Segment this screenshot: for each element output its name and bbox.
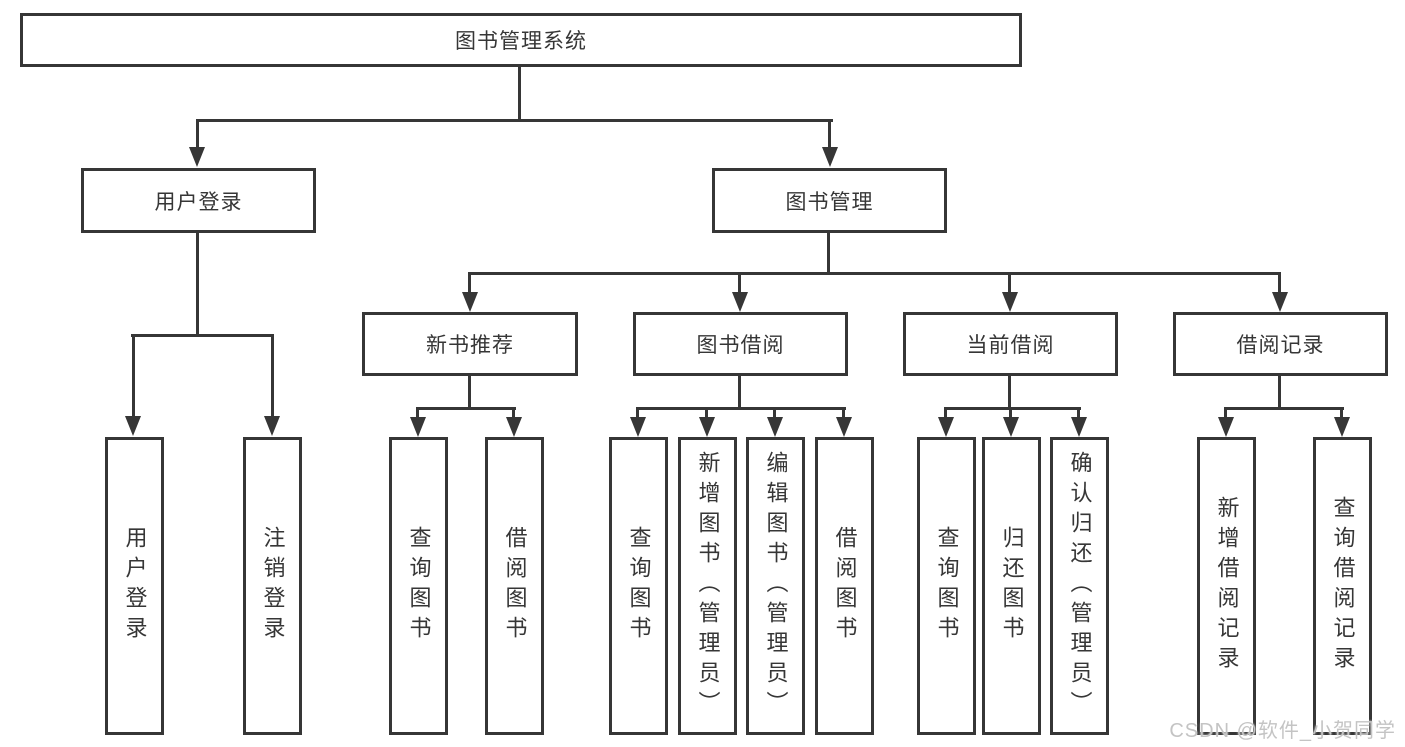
arrow-down-icon: [1218, 417, 1234, 437]
connector-line-vertical: [738, 272, 741, 294]
node-label: 借阅图书: [832, 526, 858, 646]
connector-line-vertical: [842, 407, 845, 421]
arrow-down-icon: [822, 147, 838, 167]
connector-line-vertical: [518, 67, 521, 122]
connector-line-horizontal: [416, 407, 516, 410]
node-borrow-books-recommend: 借阅图书: [485, 437, 544, 735]
node-label: 当前借阅: [966, 334, 1055, 357]
node-label: 图书管理系统: [455, 30, 587, 53]
node-logout: 注销登录: [243, 437, 302, 735]
node-query-books-borrowing: 查询图书: [609, 437, 668, 735]
node-add-borrow-record: 新增借阅记录: [1197, 437, 1256, 735]
connector-line-vertical: [1077, 407, 1080, 421]
connector-line-vertical: [196, 233, 199, 337]
arrow-down-icon: [462, 292, 478, 312]
arrow-down-icon: [125, 416, 141, 436]
node-label: 查询图书: [626, 526, 652, 646]
arrow-down-icon: [264, 416, 280, 436]
arrow-down-icon: [1002, 292, 1018, 312]
node-return-book: 归还图书: [982, 437, 1041, 735]
node-confirm-return-admin: 确认归还（管理员）: [1050, 437, 1109, 735]
connector-line-vertical: [1224, 407, 1227, 421]
connector-line-vertical: [468, 272, 471, 294]
arrow-down-icon: [938, 417, 954, 437]
node-add-book-admin: 新增图书（管理员）: [678, 437, 737, 735]
node-label: 归还图书: [999, 526, 1025, 646]
node-label: 图书借阅: [696, 334, 785, 357]
node-query-books-recommend: 查询图书: [389, 437, 448, 735]
connector-line-vertical: [828, 119, 831, 149]
node-current-borrowing: 当前借阅: [903, 312, 1118, 376]
arrow-down-icon: [732, 292, 748, 312]
csdn-watermark: CSDN @软件_小贺同学: [1169, 720, 1396, 742]
arrow-down-icon: [836, 417, 852, 437]
connector-line-vertical: [132, 334, 135, 418]
connector-line-vertical: [1278, 376, 1281, 410]
connector-line-vertical: [512, 407, 515, 421]
node-new-book-recommendation: 新书推荐: [362, 312, 578, 376]
node-label: 新增借阅记录: [1214, 496, 1240, 676]
arrow-down-icon: [699, 417, 715, 437]
arrow-down-icon: [1071, 417, 1087, 437]
connector-line-horizontal: [196, 119, 833, 122]
node-label: 借阅图书: [502, 526, 528, 646]
node-label: 图书管理: [785, 190, 874, 214]
node-label: 查询图书: [406, 526, 432, 646]
connector-line-vertical: [827, 233, 830, 275]
connector-line-vertical: [705, 407, 708, 421]
connector-line-horizontal: [468, 272, 1281, 275]
connector-line-horizontal: [944, 407, 1081, 410]
node-label: 编辑图书（管理员）: [763, 451, 789, 721]
node-library-management-system: 图书管理系统: [20, 13, 1022, 67]
connector-line-vertical: [196, 119, 199, 149]
node-label: 用户登录: [154, 190, 243, 214]
arrow-down-icon: [506, 417, 522, 437]
arrow-down-icon: [189, 147, 205, 167]
arrow-down-icon: [1003, 417, 1019, 437]
connector-line-vertical: [1278, 272, 1281, 294]
node-user-login: 用户登录: [81, 168, 316, 233]
connector-line-horizontal: [131, 334, 274, 337]
connector-line-vertical: [1340, 407, 1343, 421]
node-label: 查询借阅记录: [1330, 496, 1356, 676]
node-borrow-book: 借阅图书: [815, 437, 874, 735]
connector-line-vertical: [773, 407, 776, 421]
connector-line-vertical: [468, 376, 471, 410]
connector-line-vertical: [1008, 376, 1011, 410]
connector-line-vertical: [738, 376, 741, 410]
connector-line-horizontal: [1224, 407, 1344, 410]
node-label: 用户登录: [122, 526, 148, 646]
connector-line-vertical: [944, 407, 947, 421]
arrow-down-icon: [1272, 292, 1288, 312]
connector-line-vertical: [1009, 407, 1012, 421]
node-user-login-leaf: 用户登录: [105, 437, 164, 735]
connector-line-vertical: [1008, 272, 1011, 294]
node-edit-book-admin: 编辑图书（管理员）: [746, 437, 805, 735]
node-query-books-current: 查询图书: [917, 437, 976, 735]
node-label: 新书推荐: [426, 334, 514, 357]
node-label: 借阅记录: [1236, 334, 1325, 357]
arrow-down-icon: [767, 417, 783, 437]
arrow-down-icon: [630, 417, 646, 437]
node-label: 确认归还（管理员）: [1067, 451, 1093, 721]
connector-line-vertical: [416, 407, 419, 421]
arrow-down-icon: [410, 417, 426, 437]
node-borrowing-records: 借阅记录: [1173, 312, 1388, 376]
connector-line-vertical: [636, 407, 639, 421]
connector-line-horizontal: [636, 407, 846, 410]
node-query-borrow-record: 查询借阅记录: [1313, 437, 1372, 735]
node-label: 查询图书: [934, 526, 960, 646]
node-label: 新增图书（管理员）: [695, 451, 721, 721]
arrow-down-icon: [1334, 417, 1350, 437]
connector-line-vertical: [271, 334, 274, 418]
node-label: 注销登录: [260, 526, 286, 646]
node-book-borrowing: 图书借阅: [633, 312, 848, 376]
node-book-management: 图书管理: [712, 168, 947, 233]
